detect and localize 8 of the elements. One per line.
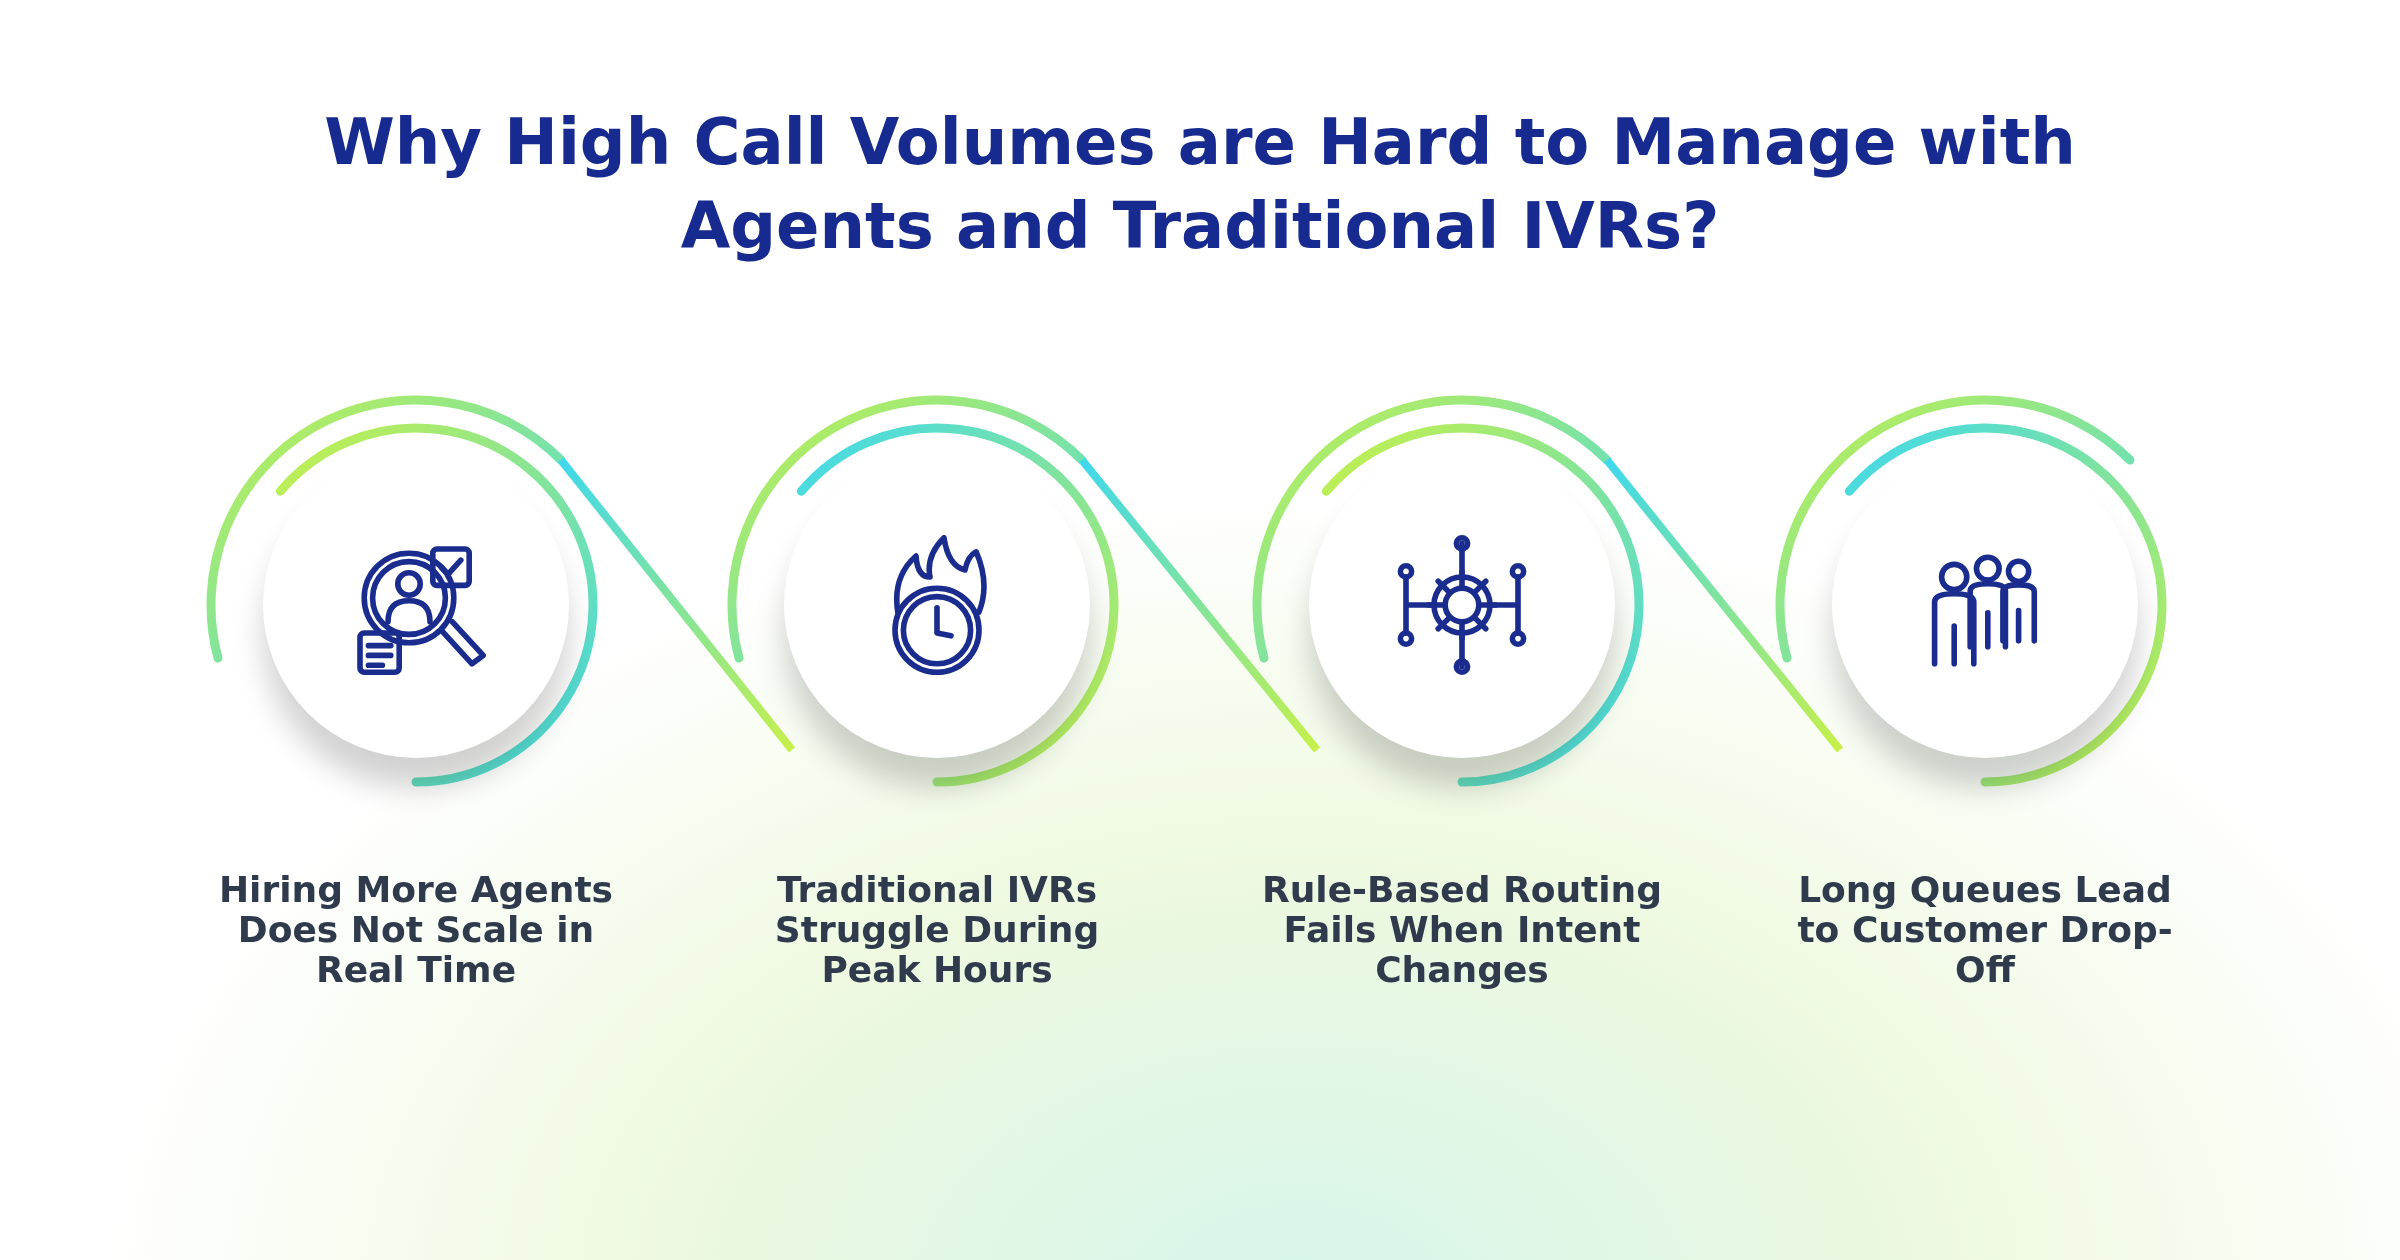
connector-line (1078, 457, 1321, 753)
connector-line (557, 457, 796, 753)
caption-text: Rule-Based Routing Fails When Intent Changes (1261, 870, 1663, 990)
caption-text: Long Queues Lead to Customer Drop-Off (1796, 870, 2174, 990)
caption-text: Traditional IVRs Struggle During Peak Hours (773, 870, 1101, 990)
title: Why High Call Volumes are Hard to Manage with Agents and Traditional IVRs? (323, 104, 2077, 265)
connector-line (1603, 457, 1844, 753)
caption-text: Hiring More Agents Does Not Scale in Real Time (217, 870, 615, 990)
